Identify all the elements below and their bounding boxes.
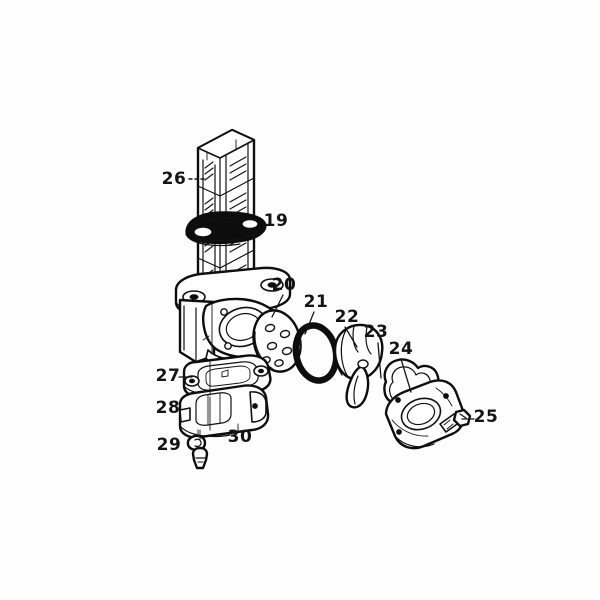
- callout-leader-lines: [178, 178, 475, 420]
- callout-27: 27: [156, 366, 181, 386]
- part-24-mounting-flange-cover: [384, 379, 465, 450]
- callout-25: 25: [474, 407, 499, 427]
- callout-24: 24: [389, 339, 414, 359]
- leader-23: [377, 342, 382, 379]
- callout-30: 30: [228, 427, 253, 447]
- callout-21: 21: [304, 292, 329, 312]
- part-28-manifold-base-block: [178, 384, 270, 439]
- leader-21: [304, 311, 315, 335]
- leader-20: [271, 294, 284, 318]
- callout-29: 29: [157, 435, 182, 455]
- assembly-axis-lines: [199, 361, 211, 441]
- callout-20: 20: [272, 275, 297, 295]
- leader-22: [344, 326, 358, 348]
- callout-23: 23: [364, 322, 389, 342]
- part-19-oval-gasket-ring: [185, 211, 267, 247]
- callout-22: 22: [335, 307, 360, 327]
- part-21-o-ring-seal: [292, 322, 340, 384]
- callout-19: 19: [264, 211, 289, 231]
- part-29-stud-bolt: [191, 446, 209, 470]
- callout-numbers: 19 20 21 22 23 24 25 26 27 28 29 30: [156, 169, 499, 455]
- leader-24: [400, 358, 412, 393]
- part-22-throttle-cam-lever-body: [333, 323, 384, 409]
- part-25-flange-bolt: [439, 408, 472, 433]
- callout-26: 26: [162, 169, 187, 189]
- callout-28: 28: [156, 398, 181, 418]
